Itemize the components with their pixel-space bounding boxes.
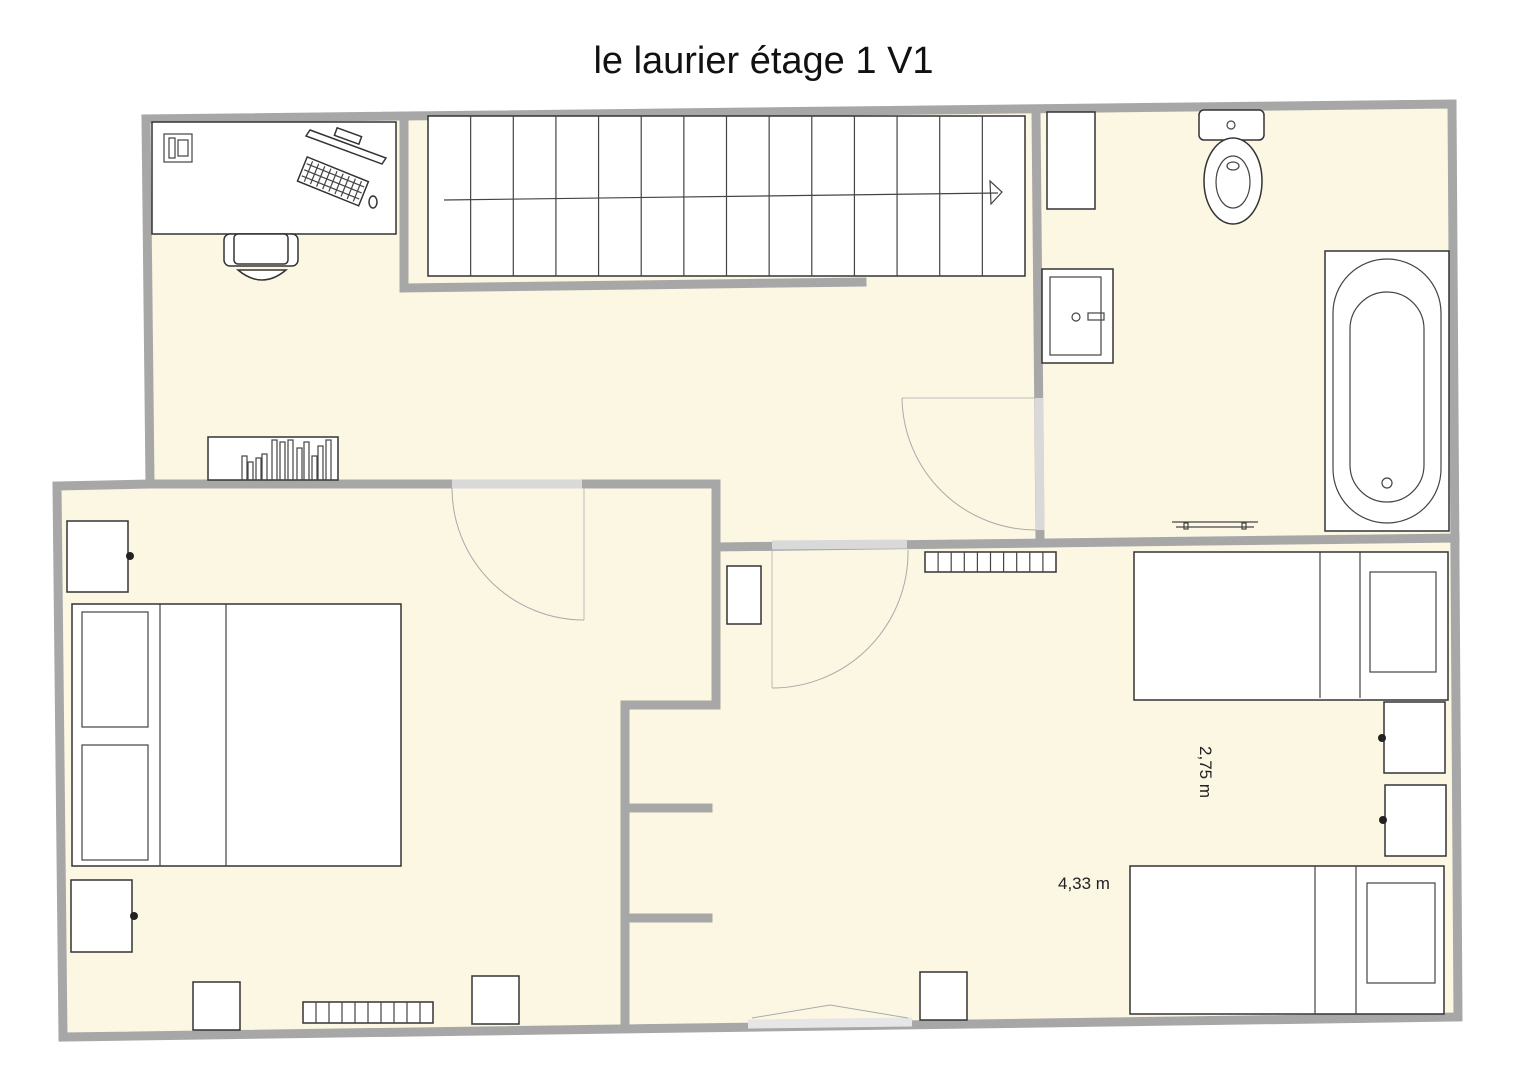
stool [192,981,241,1031]
nightstand [66,520,134,593]
door-balcony[interactable] [751,1004,909,1019]
wardrobe [726,565,762,625]
book [317,445,324,481]
stair-wall [399,115,867,293]
phone-icon [163,133,193,163]
book [247,461,254,481]
plan-title: le laurier étage 1 V1 [593,40,934,82]
book [296,447,303,481]
door-opening-window [747,1017,913,1029]
keyboard-row-line [303,169,362,194]
door-left-bedroom[interactable] [451,487,585,621]
sink [1041,268,1114,364]
towel-rail [1172,521,1258,530]
bookshelf [207,436,339,481]
monitor [304,126,388,165]
staircase [427,115,1026,277]
book [303,441,310,481]
door-right-bedroom[interactable] [771,549,909,689]
double-bed [71,603,402,867]
dimension-label-horizontal: 4,33 m [1058,874,1110,893]
book [287,439,294,481]
single-bed [1129,865,1445,1015]
book [311,455,318,481]
nightstand [1379,784,1447,857]
storage-cabinet [1046,111,1096,210]
toilet [1198,109,1265,225]
radiator [924,551,1057,573]
nightstand [70,879,138,953]
exterior-wall-upper [52,99,1463,1042]
stair-direction-arrow-icon [989,179,1003,206]
bathtub [1324,250,1450,532]
dimension-label-vertical: 2,75 m [1196,746,1215,798]
stool [471,975,520,1025]
keyboard-icon [296,155,370,207]
book [255,457,262,481]
mouse [368,195,378,209]
keyboard-row-line [306,163,365,188]
door-opening-right-bedroom [771,539,908,550]
stool [919,971,968,1021]
door-opening-bathroom [1034,397,1045,531]
door-bathroom[interactable] [901,397,1037,531]
single-bed [1133,551,1449,701]
keyboard-row-line [301,175,360,200]
nightstand [1378,701,1446,774]
office-chair [223,233,299,281]
radiator [302,1001,434,1024]
book [271,439,278,481]
book [241,455,248,481]
book [279,441,286,481]
book [325,439,332,481]
bedroom-divider-wall [620,479,721,1031]
book [261,453,268,481]
